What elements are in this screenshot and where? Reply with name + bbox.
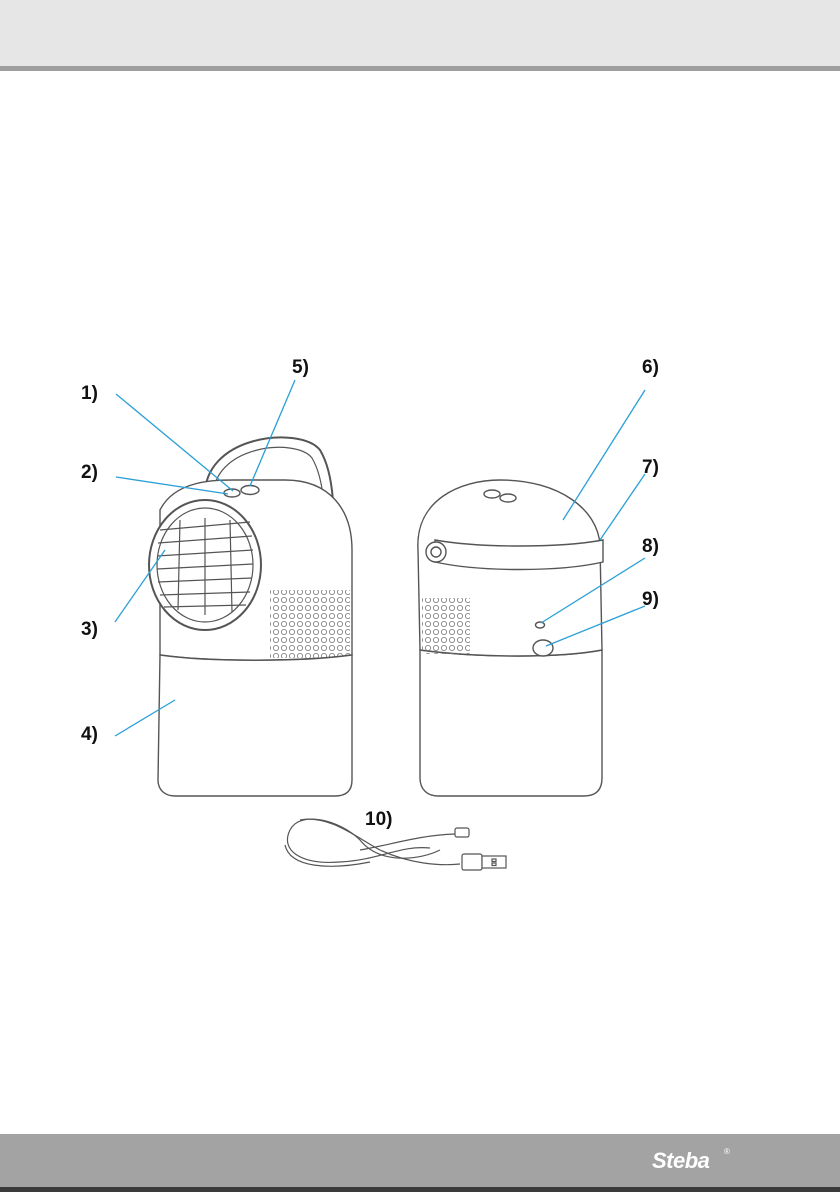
usb-cable (285, 819, 506, 870)
callout-3: 3) (81, 620, 98, 639)
callout-7: 7) (642, 458, 659, 477)
callout-9: 9) (642, 590, 659, 609)
footer-bar (0, 1134, 840, 1192)
callout-2: 2) (81, 463, 98, 482)
footer-bottom-strip (0, 1187, 840, 1192)
steba-logo: Steba (652, 1148, 709, 1174)
header-bar (0, 0, 840, 71)
registered-mark: ® (724, 1147, 730, 1156)
callout-10: 10) (365, 810, 392, 829)
product-illustration (0, 340, 840, 900)
callout-5: 5) (292, 358, 309, 377)
callout-6: 6) (642, 358, 659, 377)
callout-8: 8) (642, 537, 659, 556)
fan-back-view (418, 480, 603, 796)
callout-4: 4) (81, 725, 98, 744)
callout-1: 1) (81, 384, 98, 403)
fan-front-view (149, 437, 352, 796)
